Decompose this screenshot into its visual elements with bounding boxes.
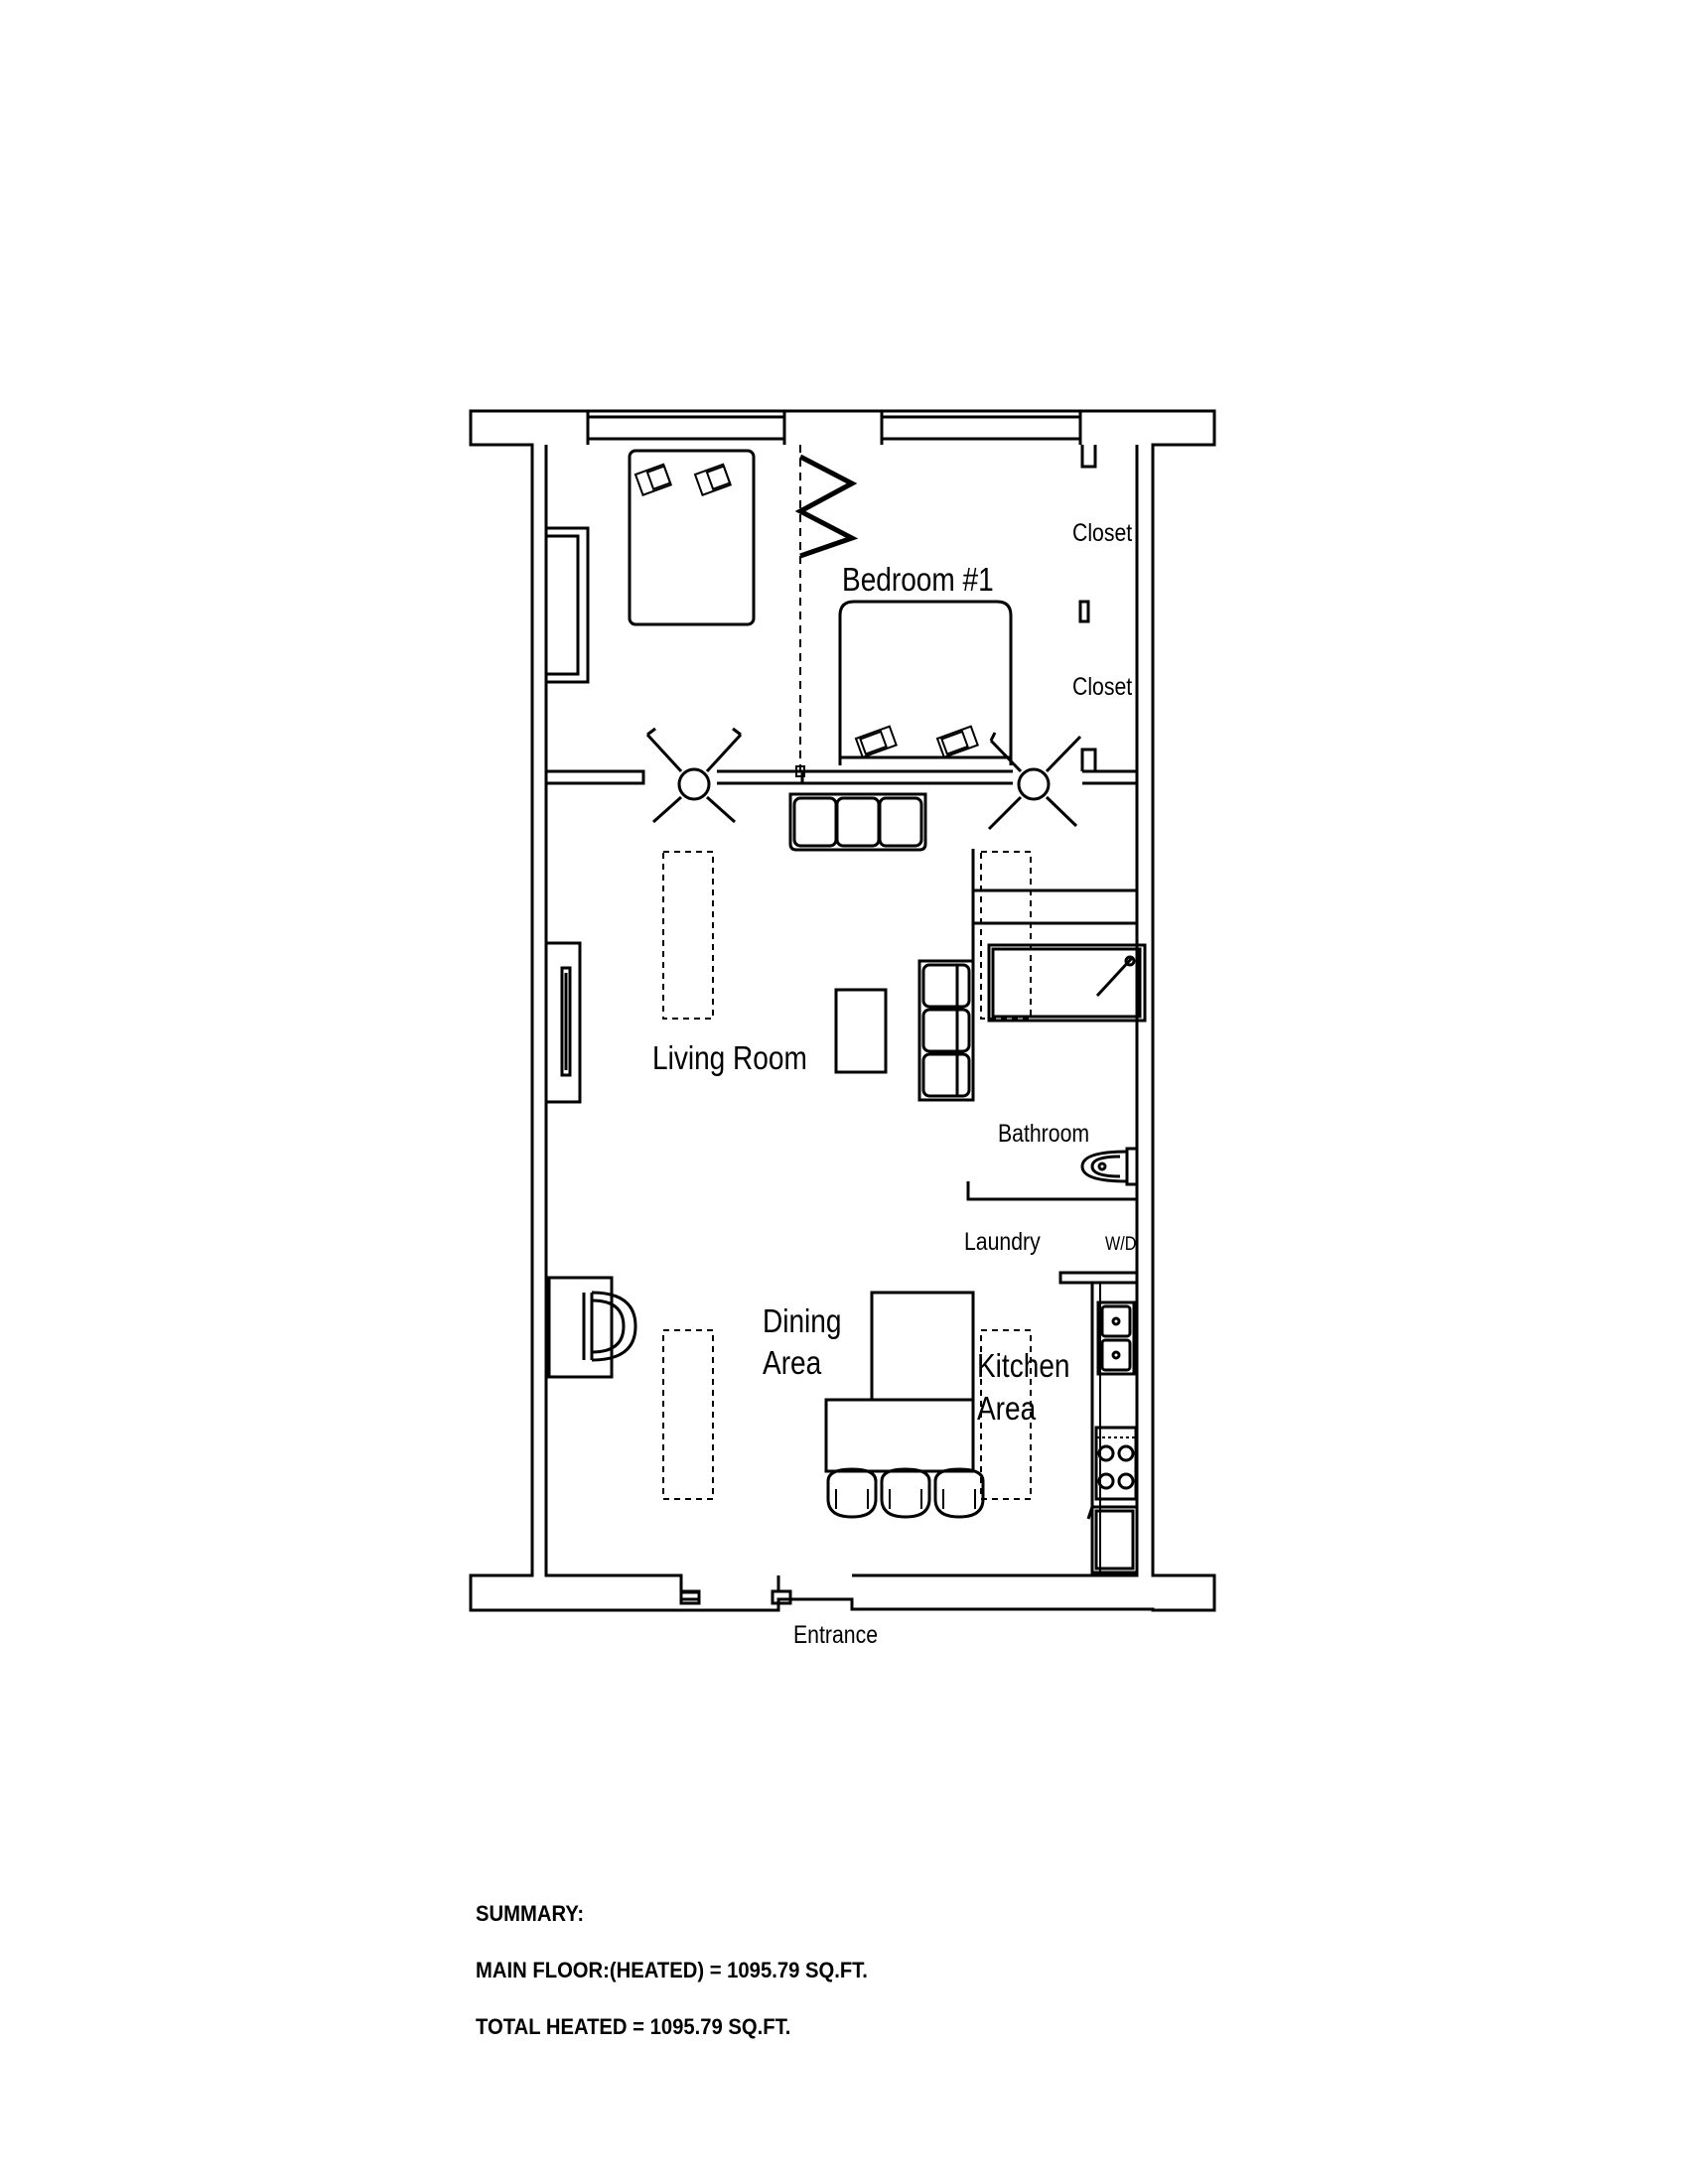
sofa-top	[788, 792, 927, 852]
refrigerator	[1086, 1505, 1139, 1574]
bed-right	[838, 600, 1013, 765]
exterior-walls	[469, 409, 1216, 1612]
bathtub	[987, 943, 1147, 1023]
summary-main-floor: MAIN FLOOR:(HEATED) = 1095.79 SQ.FT.	[476, 1958, 868, 1982]
label-laundry: Laundry	[964, 1227, 1041, 1255]
label-bathroom: Bathroom	[998, 1119, 1089, 1147]
label-washer-dryer: W/D	[1105, 1233, 1136, 1255]
label-dining-line1: Dining	[763, 1303, 841, 1340]
ceiling-fan-left	[645, 727, 743, 824]
tv-unit	[544, 941, 582, 1104]
label-dining-line2: Area	[763, 1345, 822, 1382]
label-bedroom: Bedroom #1	[842, 562, 994, 599]
toilet	[1080, 1147, 1139, 1186]
label-kitchen-line2: Area	[977, 1391, 1037, 1428]
summary-total-heated: TOTAL HEATED = 1095.79 SQ.FT.	[476, 2014, 791, 2039]
summary-heading: SUMMARY:	[476, 1901, 585, 1926]
coffee-table	[834, 988, 888, 1074]
kitchen-island	[824, 1291, 975, 1473]
label-kitchen-line1: Kitchen	[977, 1348, 1070, 1385]
stove	[1094, 1426, 1138, 1501]
label-living-room: Living Room	[652, 1040, 807, 1077]
lounge-chair	[547, 1276, 637, 1379]
kitchen-sink	[1096, 1300, 1136, 1376]
ceiling-fan-right	[987, 732, 1082, 831]
bed-left	[628, 449, 756, 626]
living-dashed-rectangles	[662, 851, 1032, 1500]
room-labels: Bedroom #1 Closet Closet Living Room Bat…	[652, 518, 1136, 1648]
bedroom-dresser	[544, 526, 590, 684]
label-entrance: Entrance	[793, 1620, 878, 1648]
sofa-right	[917, 959, 975, 1102]
label-closet-upper: Closet	[1072, 518, 1133, 546]
bar-stools	[826, 1467, 985, 1519]
bedroom-door	[794, 445, 859, 777]
label-closet-lower: Closet	[1072, 672, 1133, 700]
